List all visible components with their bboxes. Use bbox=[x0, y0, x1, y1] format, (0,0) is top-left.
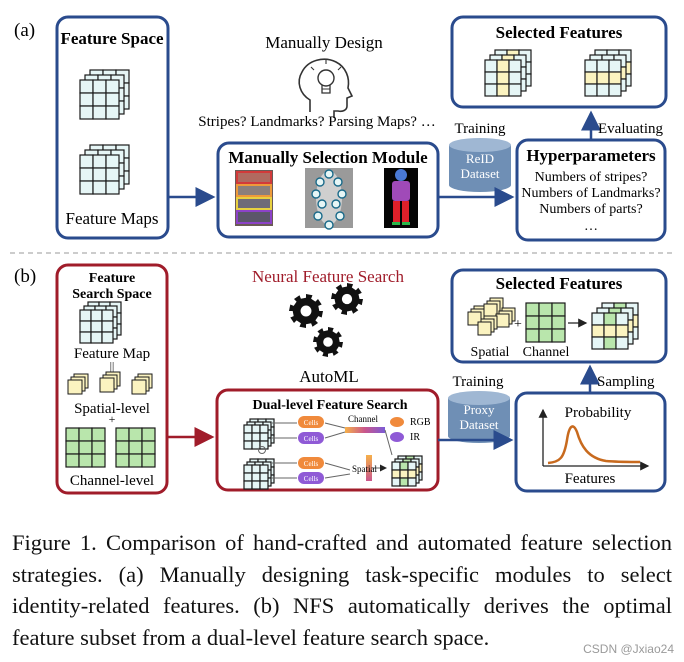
feature-space-box bbox=[55, 15, 170, 240]
search-space-title-line1: Feature bbox=[89, 271, 135, 286]
figure-diagram: (a) Feature Space Feature Maps Manually … bbox=[10, 15, 674, 495]
hyperparameter-item: Numbers of parts? bbox=[539, 202, 642, 217]
search-space-title-line2: Search Space bbox=[72, 287, 151, 302]
feature-search-space-box bbox=[55, 263, 169, 495]
selected-spatial-blocks bbox=[467, 297, 516, 336]
panel-b-tag: (b) bbox=[14, 266, 36, 287]
proxy-dataset-line1: Proxy bbox=[463, 402, 495, 417]
panel-a-tag: (a) bbox=[14, 20, 35, 41]
feature-map-caption: Feature Map bbox=[74, 346, 150, 362]
selected-stack-left-a bbox=[484, 49, 532, 97]
figure-caption-text: Figure 1. Comparison of hand-crafted and… bbox=[12, 530, 672, 650]
cells-label: Cells bbox=[304, 435, 319, 443]
feature-map-stack-b bbox=[79, 301, 122, 344]
probability-ylabel: Probability bbox=[565, 405, 632, 421]
gear-icon bbox=[289, 283, 363, 357]
cells-label: Cells bbox=[304, 460, 319, 468]
manual-selection-module-box bbox=[216, 141, 440, 239]
channel-level-grids bbox=[65, 427, 156, 468]
panel-a-evaluating-label: Evaluating bbox=[598, 121, 663, 137]
hyperparameter-item: Numbers of Landmarks? bbox=[521, 186, 660, 201]
dual-ir-label: IR bbox=[410, 432, 420, 443]
dual-search-internals bbox=[243, 416, 423, 490]
manual-selection-module-title: Manually Selection Module bbox=[228, 148, 428, 167]
selected-plus: + bbox=[514, 317, 522, 332]
dual-channel-label: Channel bbox=[348, 414, 378, 424]
manual-design-questions: Stripes? Landmarks? Parsing Maps? … bbox=[198, 114, 435, 130]
channel-level-caption: Channel-level bbox=[70, 473, 154, 489]
feature-maps-caption: Feature Maps bbox=[65, 209, 158, 228]
feature-map-stack-top bbox=[79, 69, 130, 120]
selected-spatial-label: Spatial bbox=[471, 345, 510, 360]
proxy-dataset-line2: Dataset bbox=[460, 417, 499, 432]
figure-caption: Figure 1. Comparison of hand-crafted and… bbox=[12, 527, 672, 653]
reid-dataset-line1: ReID bbox=[466, 151, 494, 166]
sampling-label: Sampling bbox=[597, 374, 655, 390]
selected-features-title-b: Selected Features bbox=[496, 274, 623, 293]
watermark: CSDN @Jxiao24 bbox=[583, 642, 674, 656]
dual-spatial-label: Spatial bbox=[352, 464, 377, 474]
reid-dataset-cylinder bbox=[449, 138, 511, 192]
spatial-level-blocks bbox=[67, 371, 153, 395]
dual-rgb-label: RGB bbox=[410, 417, 431, 428]
hyperparameters-title: Hyperparameters bbox=[526, 146, 656, 165]
dual-level-search-title: Dual-level Feature Search bbox=[252, 398, 407, 413]
reid-dataset-line2: Dataset bbox=[461, 166, 500, 181]
spatial-level-caption: Spatial-level bbox=[74, 401, 150, 417]
feature-space-title: Feature Space bbox=[60, 29, 164, 48]
selected-stack-right-a bbox=[584, 49, 632, 97]
automl-label: AutoML bbox=[299, 367, 359, 386]
landmarks-person-image bbox=[305, 168, 353, 230]
selected-channel-grid bbox=[525, 302, 566, 343]
panel-b-training-label: Training bbox=[452, 374, 504, 390]
equals-sign: || bbox=[110, 360, 114, 372]
selected-features-box-a bbox=[450, 15, 668, 109]
manually-design-title: Manually Design bbox=[265, 33, 383, 52]
feature-map-stack-bottom bbox=[79, 144, 130, 195]
nfs-title: Neural Feature Search bbox=[252, 267, 404, 286]
cells-label: Cells bbox=[304, 475, 319, 483]
panel-a-training-label: Training bbox=[454, 121, 506, 137]
plus-sign: + bbox=[109, 412, 116, 426]
selected-result-stack bbox=[591, 302, 639, 350]
figure-1: (a) Feature Space Feature Maps Manually … bbox=[10, 15, 674, 495]
head-lightbulb-icon bbox=[298, 58, 354, 118]
hyperparameter-item: Numbers of stripes? bbox=[535, 170, 648, 185]
cells-label: Cells bbox=[304, 419, 319, 427]
selected-features-box-b bbox=[450, 268, 668, 364]
parsing-map-image bbox=[384, 168, 418, 228]
selected-channel-label: Channel bbox=[523, 345, 570, 360]
probability-curve bbox=[547, 425, 641, 465]
stripes-person-image bbox=[235, 170, 273, 226]
hyperparameter-item: … bbox=[584, 219, 598, 234]
probability-xlabel: Features bbox=[565, 471, 616, 487]
selected-features-title-a: Selected Features bbox=[496, 23, 623, 42]
